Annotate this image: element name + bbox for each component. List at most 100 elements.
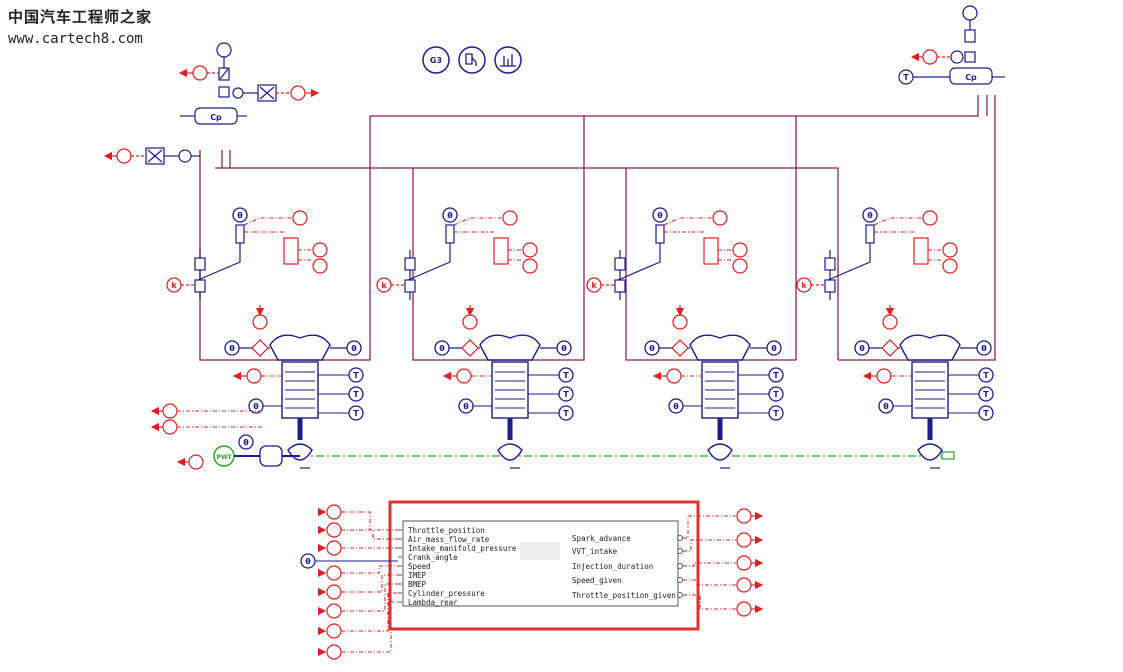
temperature-sensor-icon[interactable]: T [348, 386, 364, 402]
block-signal-port[interactable] [876, 368, 892, 384]
injector-signal-port[interactable] [522, 258, 538, 274]
runner-valve-icon[interactable] [614, 257, 626, 271]
theta-sensor-icon[interactable]: θ [434, 340, 450, 356]
pwt-signal-port[interactable] [188, 454, 204, 470]
injector-signal-port[interactable] [942, 242, 958, 258]
temperature-sensor-icon[interactable]: T [558, 386, 574, 402]
runner-valve-icon[interactable] [614, 279, 626, 293]
theta-sensor-icon[interactable]: θ [458, 398, 474, 414]
theta-sensor-icon[interactable]: θ [224, 340, 240, 356]
output-pin[interactable] [677, 548, 683, 554]
gauge-icon[interactable] [494, 46, 522, 74]
theta-sensor-icon[interactable]: θ [238, 434, 254, 450]
injector-ambient-icon[interactable]: θ [652, 207, 668, 223]
temperature-sensor-icon[interactable]: T [768, 386, 784, 402]
output-pin[interactable] [677, 592, 683, 598]
spark-mixer-icon[interactable] [671, 339, 689, 357]
temperature-sensor-icon[interactable]: T [558, 367, 574, 383]
k-sensor-icon[interactable]: k [796, 277, 812, 293]
injector-signal-port[interactable] [522, 242, 538, 258]
injector-signal-port[interactable] [732, 258, 748, 274]
cylinder-head-icon[interactable] [269, 334, 331, 361]
injector-icon[interactable] [235, 224, 245, 244]
spark-signal-port[interactable] [672, 314, 688, 330]
output-pin[interactable] [677, 563, 683, 569]
controller-source-port[interactable] [326, 565, 342, 581]
theta-sensor-icon[interactable]: θ [346, 340, 362, 356]
controller-output-port[interactable] [736, 555, 752, 571]
block-signal-port[interactable] [456, 368, 472, 384]
temperature-sensor-icon[interactable]: T [768, 367, 784, 383]
injector-signal-port[interactable] [502, 210, 518, 226]
pressure-signal-port[interactable] [162, 403, 178, 419]
spark-mixer-icon[interactable] [251, 339, 269, 357]
controller-source-port[interactable] [326, 644, 342, 660]
spark-mixer-icon[interactable] [881, 339, 899, 357]
spark-signal-port[interactable] [462, 314, 478, 330]
temperature-sensor-icon[interactable]: T [978, 386, 994, 402]
injector-signal-port[interactable] [312, 242, 328, 258]
block-signal-port[interactable] [666, 368, 682, 384]
injector-ambient-icon[interactable]: θ [862, 207, 878, 223]
g3-icon[interactable]: G3 [422, 46, 450, 74]
spark-signal-port[interactable] [252, 314, 268, 330]
cylinder-head-icon[interactable] [479, 334, 541, 361]
theta-sensor-icon[interactable]: θ [854, 340, 870, 356]
valve-icon[interactable] [950, 50, 964, 64]
pwt-icon[interactable]: PWT [213, 445, 235, 467]
injector-ambient-icon[interactable]: θ [232, 207, 248, 223]
theta-sensor-icon[interactable]: θ [668, 398, 684, 414]
crank-icon[interactable] [917, 443, 943, 461]
controller-output-port[interactable] [736, 577, 752, 593]
cylinder-head-icon[interactable] [899, 334, 961, 361]
k-sensor-icon[interactable]: k [376, 277, 392, 293]
theta-sensor-icon[interactable]: θ [644, 340, 660, 356]
theta-sensor-icon[interactable]: θ [766, 340, 782, 356]
injector-icon[interactable] [655, 224, 665, 244]
temperature-sensor-icon[interactable]: T [348, 405, 364, 421]
injector-signal-port[interactable] [712, 210, 728, 226]
theta-sensor-icon[interactable]: θ [976, 340, 992, 356]
injection-mux-icon[interactable] [493, 237, 509, 265]
crank-icon[interactable] [707, 443, 733, 461]
valve-icon[interactable] [232, 87, 244, 99]
block-signal-port[interactable] [246, 368, 262, 384]
injector-signal-port[interactable] [922, 210, 938, 226]
controller-source-port[interactable] [326, 623, 342, 639]
injector-icon[interactable] [865, 224, 875, 244]
flywheel-icon[interactable] [259, 445, 283, 467]
crank-icon[interactable] [497, 443, 523, 461]
ambient-icon[interactable] [216, 42, 232, 58]
controller-block[interactable] [402, 520, 679, 607]
theta-sensor-icon[interactable]: θ [878, 398, 894, 414]
injection-mux-icon[interactable] [913, 237, 929, 265]
k-sensor-icon[interactable]: k [166, 277, 182, 293]
runner-valve-icon[interactable] [404, 257, 416, 271]
crank-icon[interactable] [287, 443, 313, 461]
runner-valve-icon[interactable] [824, 279, 836, 293]
controller-output-port[interactable] [736, 508, 752, 524]
runner-valve-icon[interactable] [194, 279, 206, 293]
controller-source-port[interactable] [326, 603, 342, 619]
controller-source-port[interactable] [326, 522, 342, 538]
injector-signal-port[interactable] [312, 258, 328, 274]
fuel-icon[interactable] [458, 46, 486, 74]
temperature-sensor-icon[interactable]: T [768, 405, 784, 421]
output-pin[interactable] [677, 535, 683, 541]
spark-signal-port[interactable] [882, 314, 898, 330]
injector-signal-port[interactable] [292, 210, 308, 226]
temperature-sensor-icon[interactable]: T [558, 405, 574, 421]
injector-signal-port[interactable] [942, 258, 958, 274]
injector-icon[interactable] [445, 224, 455, 244]
theta-sensor-icon[interactable]: θ [556, 340, 572, 356]
controller-output-port[interactable] [736, 532, 752, 548]
spark-mixer-icon[interactable] [461, 339, 479, 357]
controller-source-port[interactable] [326, 540, 342, 556]
ambient-icon[interactable] [962, 5, 978, 21]
runner-valve-icon[interactable] [824, 257, 836, 271]
k-sensor-icon[interactable]: k [586, 277, 602, 293]
controller-source-port[interactable] [326, 584, 342, 600]
shaft-end-block[interactable] [941, 451, 955, 460]
controller-output-port[interactable] [736, 601, 752, 617]
temperature-sensor-icon[interactable]: T [978, 367, 994, 383]
